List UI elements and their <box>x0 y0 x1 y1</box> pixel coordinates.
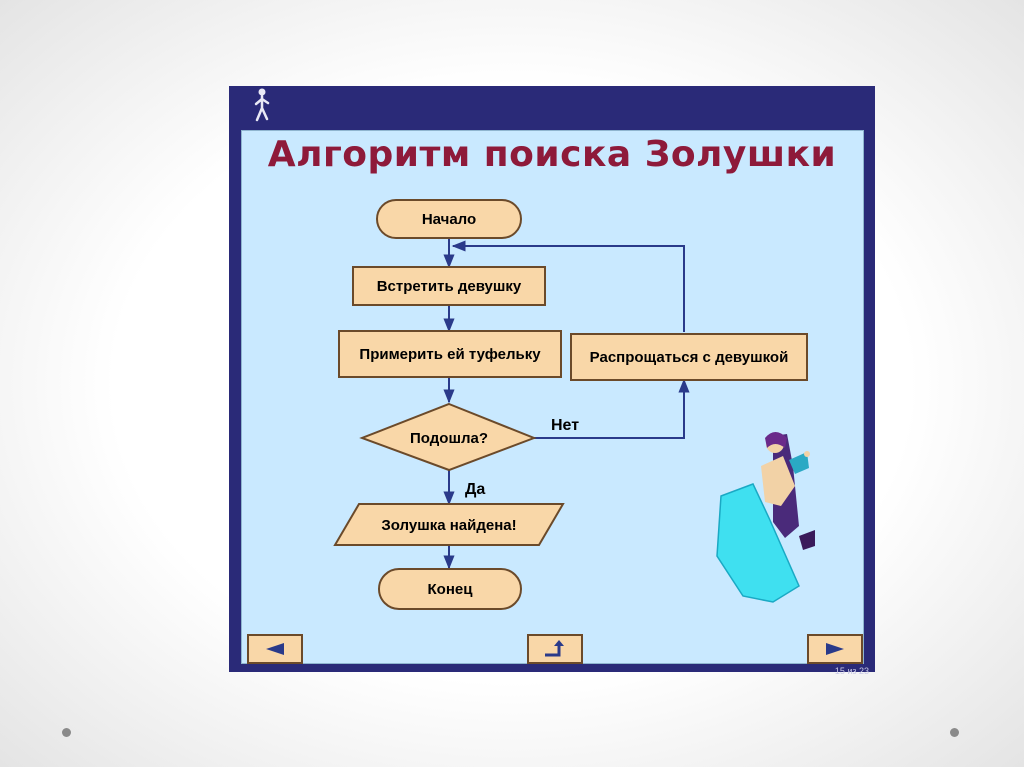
node-start: Начало <box>376 199 522 239</box>
node-found: Золушка найдена! <box>333 503 565 546</box>
page-counter: 15 из 23 <box>834 666 869 676</box>
node-try: Примерить ей туфельку <box>338 330 562 378</box>
cinderella-illustration <box>716 432 815 603</box>
prev-slide-button[interactable] <box>247 634 303 664</box>
next-slide-button[interactable] <box>807 634 863 664</box>
edge-fits-bye <box>534 378 690 439</box>
node-try-label: Примерить ей туфельку <box>359 346 541 363</box>
triangle-right-icon <box>826 643 844 655</box>
slide-title: Алгоритм поиска Золушки <box>267 134 837 175</box>
slide-corner-dot-right <box>950 728 959 737</box>
node-fits: Подошла? <box>359 402 537 472</box>
node-meet-label: Встретить девушку <box>377 278 522 295</box>
slide-frame: Алгоритм поиска Золушки Начало Встретить… <box>229 86 875 676</box>
node-end: Конец <box>378 568 522 610</box>
edge-label-yes: Да <box>465 481 485 498</box>
flowchart-edges <box>443 238 690 570</box>
node-start-label: Начало <box>422 211 476 228</box>
edge-label-no: Нет <box>551 417 579 434</box>
flowchart: Начало Встретить девушку Примерить ей ту… <box>333 199 808 610</box>
node-end-label: Конец <box>428 581 474 598</box>
node-found-label: Золушка найдена! <box>381 517 516 534</box>
slide-corner-dot-left <box>62 728 71 737</box>
return-arrow-icon <box>545 640 564 657</box>
node-fits-label: Подошла? <box>410 430 488 447</box>
return-button[interactable] <box>527 634 583 664</box>
node-bye: Распрощаться с девушкой <box>570 333 808 381</box>
node-bye-label: Распрощаться с девушкой <box>590 349 789 366</box>
walking-person-icon <box>254 88 270 122</box>
node-meet: Встретить девушку <box>352 266 546 306</box>
triangle-left-icon <box>266 643 284 655</box>
edge-bye-meet <box>451 240 685 332</box>
